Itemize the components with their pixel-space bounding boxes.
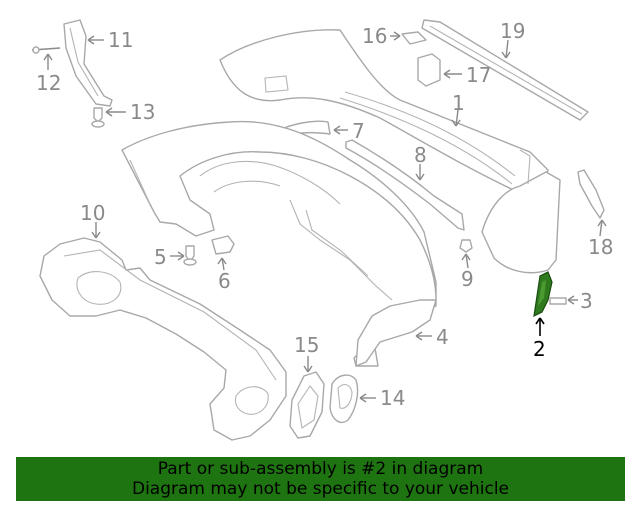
callout-6: 6 <box>218 269 231 293</box>
part-8-trim <box>345 139 465 231</box>
callout-3: 3 <box>580 289 593 313</box>
callout-11: 11 <box>108 28 133 52</box>
part-3-screw <box>549 297 567 305</box>
banner-line-disclaimer: Diagram may not be specific to your vehi… <box>131 479 509 499</box>
callout-12: 12 <box>36 71 61 95</box>
callout-5: 5 <box>154 245 167 269</box>
part-14-cover <box>329 374 359 424</box>
part-6-clip <box>211 235 235 255</box>
part-19-trim-strip <box>421 19 589 121</box>
callout-19: 19 <box>500 19 525 43</box>
callout-2: 2 <box>533 337 546 361</box>
part-5-clip <box>183 245 197 266</box>
callout-7: 7 <box>352 119 365 143</box>
callout-10: 10 <box>80 201 105 225</box>
part-4-bumper-absorber <box>121 120 437 367</box>
callout-18: 18 <box>588 235 613 259</box>
callout-16: 16 <box>362 24 387 48</box>
callout-17: 17 <box>466 63 491 87</box>
callout-9: 9 <box>461 267 474 291</box>
part-17-bracket <box>417 53 441 87</box>
callout-labels: 1 2 3 4 5 6 7 8 9 10 11 12 13 14 15 16 1… <box>36 19 613 410</box>
part-1-upper-bumper-cover <box>219 29 561 274</box>
leader-lines <box>43 31 607 403</box>
callout-13: 13 <box>130 100 155 124</box>
callout-15: 15 <box>294 333 319 357</box>
parts-diagram: 1 2 3 4 5 6 7 8 9 10 11 12 13 14 15 16 1… <box>31 19 613 441</box>
part-12-clip <box>31 46 61 54</box>
part-10-lower-valance <box>39 237 287 441</box>
part-11-bracket <box>63 19 113 107</box>
part-2-highlighted-part <box>533 271 553 318</box>
part-9-clip <box>459 239 473 253</box>
part-13-clip <box>91 107 105 128</box>
info-banner: Part or sub-assembly is #2 in diagram Di… <box>16 457 625 501</box>
part-16-bracket <box>401 31 427 45</box>
callout-4: 4 <box>436 325 449 349</box>
part-18-side-trim <box>577 169 605 219</box>
callout-14: 14 <box>380 386 405 410</box>
callout-8: 8 <box>414 143 427 167</box>
callout-1: 1 <box>452 91 465 115</box>
banner-line-part-number: Part or sub-assembly is #2 in diagram <box>157 459 484 479</box>
part-15-cover <box>289 371 325 439</box>
